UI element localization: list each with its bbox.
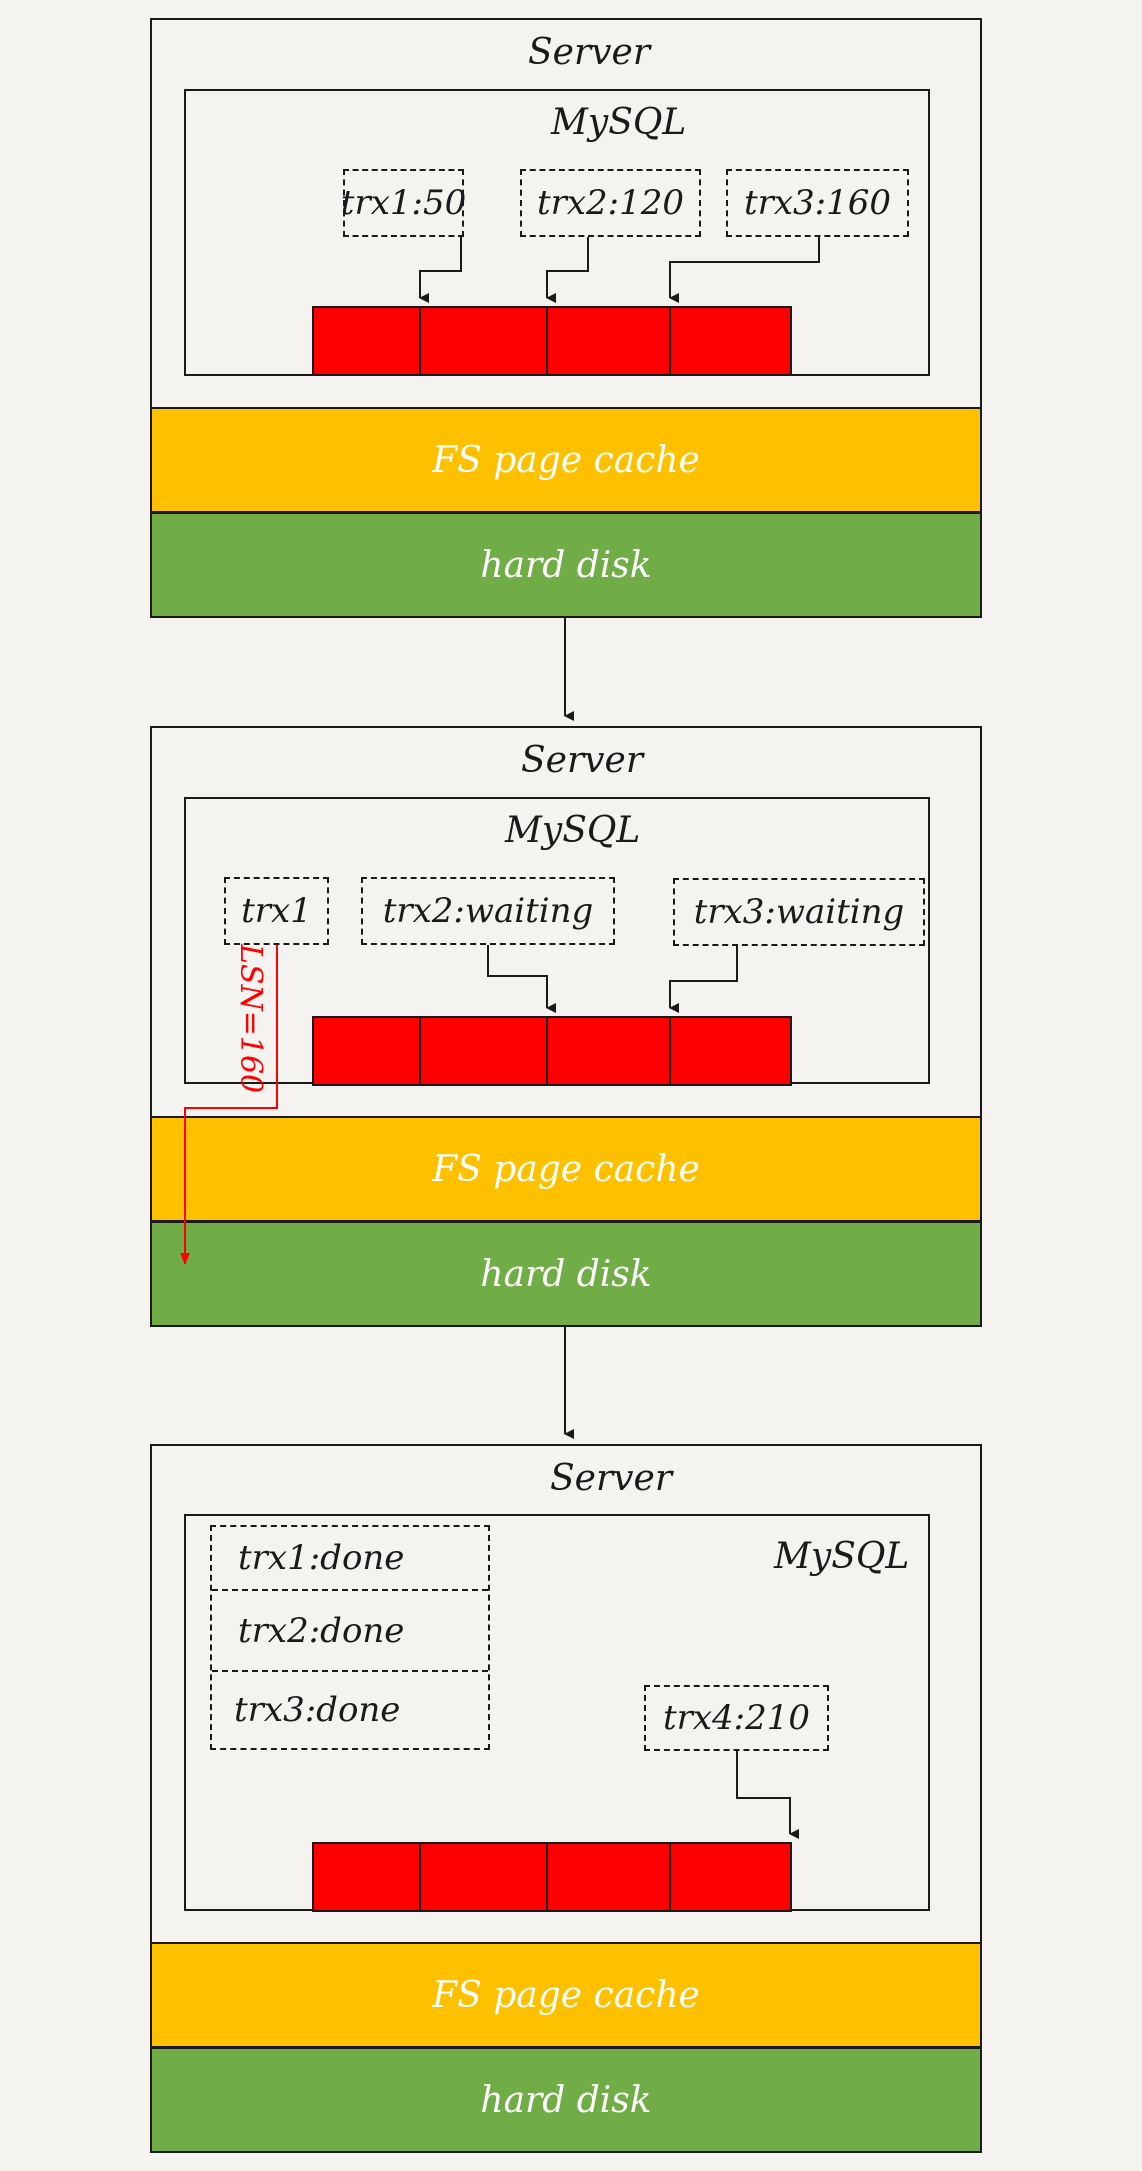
done-item-1: trx1:done: [212, 1527, 488, 1591]
trx-box-2-2: trx2:waiting: [361, 877, 615, 945]
buffer-cell: [421, 1018, 548, 1084]
buffer-cell: [671, 1018, 790, 1084]
trx-box-2-1: trx1: [224, 877, 329, 945]
mysql-label-3: MySQL: [774, 1536, 910, 1577]
done-transactions-group: trx1:done trx2:done trx3:done: [210, 1525, 490, 1750]
trx-box-1-1: trx1:50: [341, 169, 466, 237]
hard-disk-1: hard disk: [150, 512, 982, 618]
redo-log-buffer-1: [312, 306, 792, 376]
trx-box-2-3: trx3:waiting: [673, 878, 925, 946]
buffer-cell: [314, 308, 421, 374]
mysql-label-2: MySQL: [505, 810, 641, 851]
mysql-label-1: MySQL: [551, 102, 687, 143]
buffer-cell: [314, 1018, 421, 1084]
buffer-cell: [671, 1844, 790, 1910]
server-label-3: Server: [550, 1458, 673, 1499]
lsn-flush-arrow: [180, 945, 278, 1265]
server-label-1: Server: [528, 32, 651, 73]
done-item-2: trx2:done: [212, 1591, 488, 1672]
buffer-cell: [421, 1844, 548, 1910]
arrow-trx4-to-buffer-3: [736, 1751, 799, 1839]
hard-disk-2: hard disk: [150, 1221, 982, 1327]
hard-disk-3: hard disk: [150, 2047, 982, 2153]
arrow-trx2-to-buffer-2: [487, 945, 556, 1013]
trx-box-1-2: trx2:120: [520, 169, 701, 237]
arrow-trx3-to-buffer-1: [669, 237, 820, 303]
buffer-cell: [548, 1018, 671, 1084]
arrow-trx3-to-buffer-2: [669, 946, 738, 1013]
done-item-3: trx3:done: [234, 1690, 401, 1730]
buffer-cell: [671, 308, 790, 374]
redo-log-buffer-2: [312, 1016, 792, 1086]
arrow-trx1-to-buffer-1: [419, 237, 462, 303]
server-label-2: Server: [521, 740, 644, 781]
trx-box-1-3: trx3:160: [726, 169, 909, 237]
buffer-cell: [421, 308, 548, 374]
buffer-cell: [314, 1844, 421, 1910]
trx-box-3-4: trx4:210: [644, 1685, 829, 1751]
arrow-trx2-to-buffer-1: [546, 237, 589, 303]
buffer-cell: [548, 1844, 671, 1910]
buffer-cell: [548, 308, 671, 374]
redo-log-buffer-3: [312, 1842, 792, 1912]
fs-page-cache-2: FS page cache: [150, 1116, 982, 1222]
